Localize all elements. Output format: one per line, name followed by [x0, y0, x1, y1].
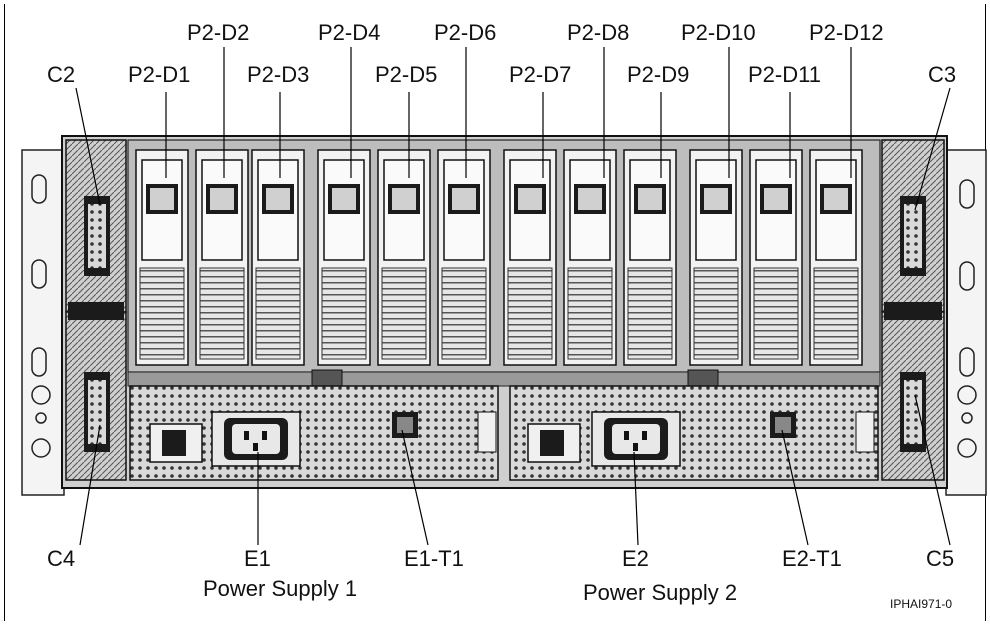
bay-vent [694, 268, 738, 359]
connector-pins [88, 204, 106, 268]
label-bay-p2-d6: P2-D6 [434, 20, 496, 46]
label-c2: C2 [47, 62, 75, 88]
drive-bay-p2-d3 [252, 150, 304, 365]
label-power-supply-1: Power Supply 1 [203, 576, 357, 602]
bay-latch-face [452, 188, 476, 210]
drive-bay-p2-d10 [690, 150, 742, 365]
bay-vent [200, 268, 244, 359]
label-bay-p2-d2: P2-D2 [187, 20, 249, 46]
bay-latch-face [638, 188, 662, 210]
drive-bay-p2-d12 [810, 150, 862, 365]
label-bay-p2-d10: P2-D10 [681, 20, 756, 46]
label-c4: C4 [47, 546, 75, 572]
pin [624, 431, 629, 440]
label-bay-p2-d7: P2-D7 [509, 62, 571, 88]
figure-id: IPHAI971-0 [890, 597, 952, 611]
bay-latch-face [764, 188, 788, 210]
label-bay-p2-d8: P2-D8 [567, 20, 629, 46]
pin [642, 431, 647, 440]
label-bay-p2-d3: P2-D3 [247, 62, 309, 88]
bay-latch-face [824, 188, 848, 210]
label-bay-p2-d4: P2-D4 [318, 20, 380, 46]
drive-bay-p2-d11 [750, 150, 802, 365]
label-e2: E2 [622, 546, 649, 572]
bay-latch-face [578, 188, 602, 210]
bay-latch-face [704, 188, 728, 210]
bay-vent [628, 268, 672, 359]
label-e1: E1 [244, 546, 271, 572]
drive-bay-p2-d6 [438, 150, 490, 365]
bay-latch-face [150, 188, 174, 210]
label-bay-p2-d5: P2-D5 [375, 62, 437, 88]
label-bay-p2-d9: P2-D9 [627, 62, 689, 88]
bay-latch-face [266, 188, 290, 210]
drive-bay-p2-d9 [624, 150, 676, 365]
pin [253, 443, 258, 451]
bay-vent [568, 268, 612, 359]
pin [262, 431, 267, 440]
label-c3: C3 [928, 62, 956, 88]
port-face [397, 417, 413, 433]
label-bay-p2-d12: P2-D12 [809, 20, 884, 46]
latch [884, 302, 942, 320]
port-face [775, 417, 791, 433]
drive-bay-p2-d4 [318, 150, 370, 365]
bay-latch-face [332, 188, 356, 210]
drive-bay-p2-d8 [564, 150, 616, 365]
drive-bay-p2-d7 [504, 150, 556, 365]
drive-bay-p2-d1 [136, 150, 188, 365]
bay-vent [140, 268, 184, 359]
psu2-handle [856, 412, 874, 452]
bay-vent [814, 268, 858, 359]
label-bay-p2-d1: P2-D1 [128, 62, 190, 88]
bay-latch-face [518, 188, 542, 210]
bay-vent [322, 268, 366, 359]
pin [633, 443, 638, 451]
pin [244, 431, 249, 440]
bay-vent [508, 268, 552, 359]
label-e2-t1: E2-T1 [782, 546, 842, 572]
label-e1-t1: E1-T1 [404, 546, 464, 572]
psu1-handle [478, 412, 496, 452]
bay-vent [256, 268, 300, 359]
bay-vent [382, 268, 426, 359]
bay-latch-face [392, 188, 416, 210]
label-c5: C5 [926, 546, 954, 572]
psu2-switch [540, 430, 564, 456]
bay-vent [442, 268, 486, 359]
psu1-switch [162, 430, 186, 456]
psu-rail [128, 372, 880, 386]
drive-bay-p2-d2 [196, 150, 248, 365]
connector-pins [88, 380, 106, 444]
right-rail [946, 150, 986, 495]
connector-pins [904, 204, 922, 268]
label-power-supply-2: Power Supply 2 [583, 580, 737, 606]
drive-bay-p2-d5 [378, 150, 430, 365]
latch [68, 302, 124, 320]
label-bay-p2-d11: P2-D11 [748, 62, 821, 88]
bay-vent [754, 268, 798, 359]
bay-latch-face [210, 188, 234, 210]
